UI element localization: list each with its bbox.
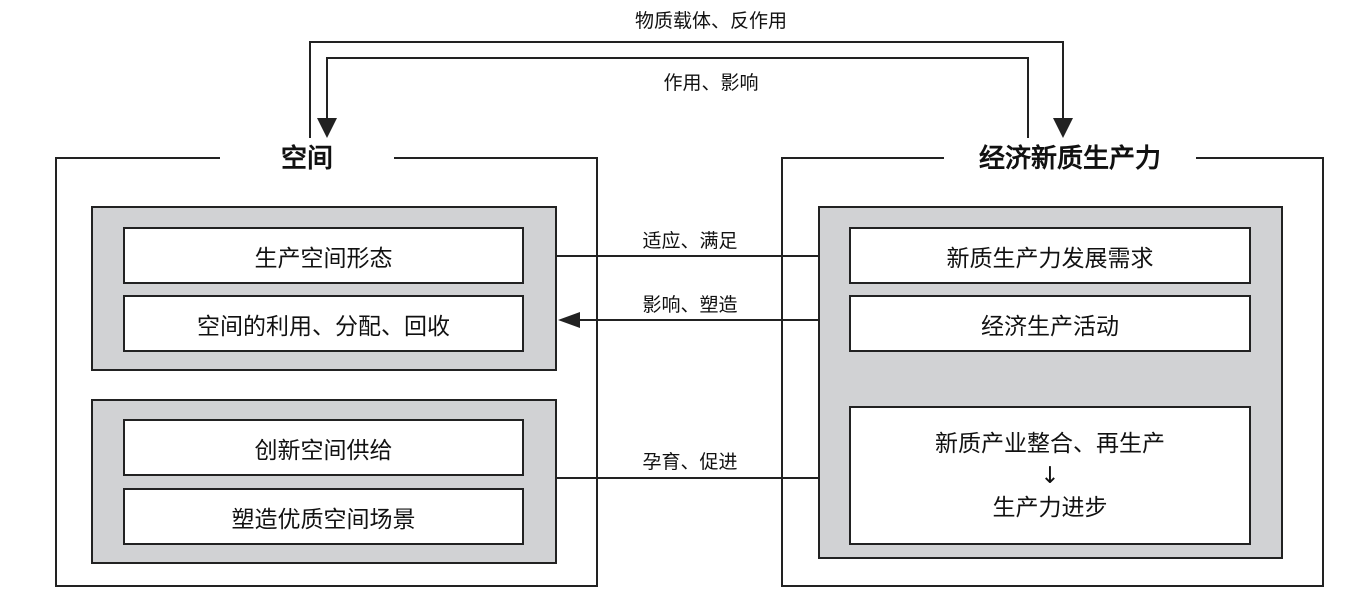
- label-adapt: 适应、满足: [642, 230, 738, 252]
- node-quality-space-scene: 塑造优质空间场景: [123, 488, 524, 545]
- integration-line-1: 新质产业整合、再生产: [935, 430, 1165, 457]
- node-economic-activity: 经济生产活动: [849, 295, 1251, 352]
- label-nurture: 孕育、促进: [642, 451, 738, 473]
- node-industry-integration: 新质产业整合、再生产 ↓ 生产力进步: [849, 406, 1251, 545]
- node-innovation-space-supply: 创新空间供给: [123, 419, 524, 476]
- arrow-top-inner: [326, 57, 1029, 138]
- label-top-inner: 作用、影响: [663, 72, 759, 94]
- space-group-title: 空间: [220, 142, 394, 176]
- node-space-use-allocation: 空间的利用、分配、回收: [123, 295, 524, 352]
- label-shape-influence: 影响、塑造: [642, 294, 738, 316]
- label-top-outer: 物质载体、反作用: [634, 10, 788, 32]
- productivity-group-title: 经济新质生产力: [944, 142, 1196, 176]
- node-productivity-demand: 新质生产力发展需求: [849, 227, 1251, 284]
- arrowhead-top-outer: [1053, 118, 1073, 138]
- arrow-top-outer: [309, 41, 1064, 138]
- integration-line-2: 生产力进步: [992, 494, 1108, 521]
- arrowhead-shape-influence: [558, 312, 580, 328]
- down-arrow-icon: ↓: [1040, 462, 1060, 489]
- arrowhead-top-inner: [317, 118, 337, 138]
- node-production-space-form: 生产空间形态: [123, 227, 524, 284]
